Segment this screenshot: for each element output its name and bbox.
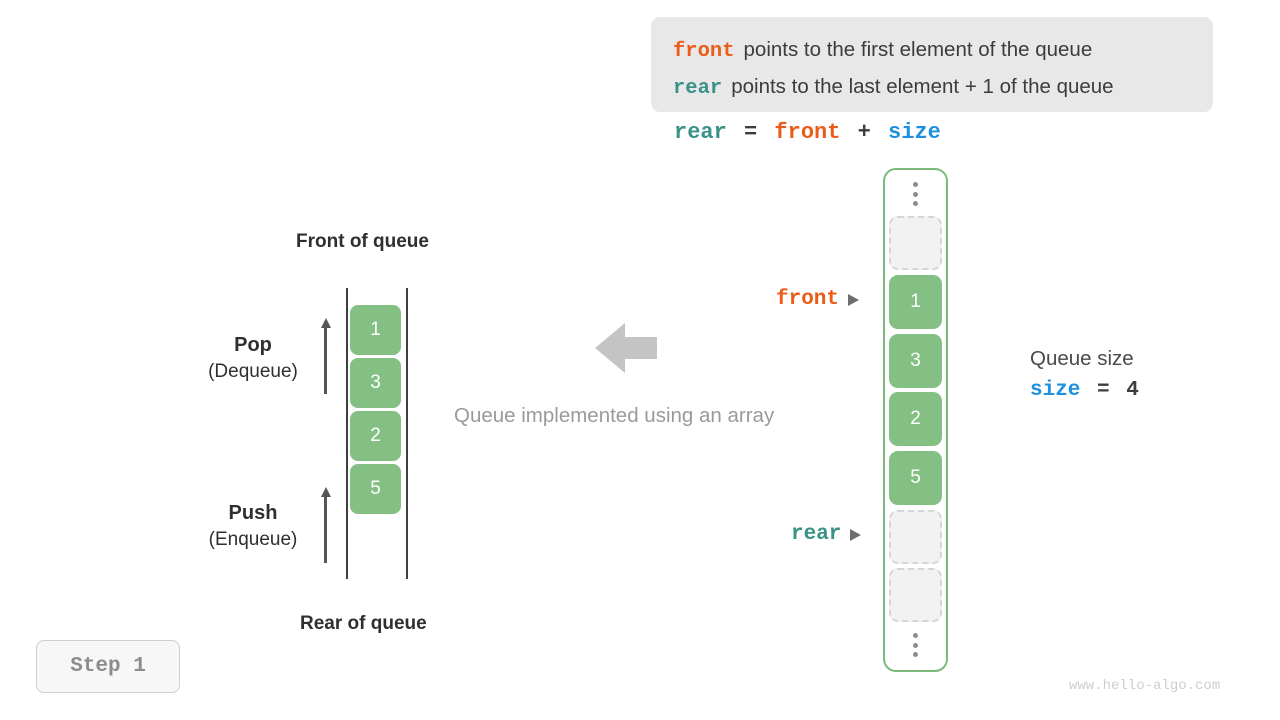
queue-cell: 2 <box>350 411 401 461</box>
array-slot-filled: 3 <box>889 334 942 388</box>
formula-rear: rear <box>674 120 727 145</box>
push-label: Push (Enqueue) <box>163 500 343 554</box>
queue-size-var: size <box>1030 379 1081 402</box>
pop-label-main: Pop <box>234 334 272 356</box>
formula-equals: = <box>744 120 758 145</box>
rear-of-queue-label: Rear of queue <box>300 613 427 634</box>
push-label-main: Push <box>228 502 278 524</box>
ellipsis-top-icon <box>885 176 945 212</box>
legend-line-front: front points to the first element of the … <box>673 31 1191 68</box>
pointer-triangle-icon <box>850 528 862 541</box>
formula-size: size <box>888 120 941 145</box>
array-container: 1 3 2 5 <box>883 168 948 672</box>
queue-cell: 1 <box>350 305 401 355</box>
pointer-triangle-icon <box>848 293 860 306</box>
pop-label-sub: (Dequeue) <box>208 361 298 382</box>
front-keyword: front <box>673 40 735 63</box>
rear-keyword: rear <box>673 77 723 100</box>
array-slot-empty <box>889 510 942 564</box>
array-slot-empty <box>889 568 942 622</box>
formula-front: front <box>774 120 841 145</box>
rear-pointer-label: rear <box>791 523 842 546</box>
front-description: points to the first element of the queue <box>743 38 1093 61</box>
diagram-caption: Queue implemented using an array <box>454 404 775 427</box>
front-pointer-label: front <box>776 288 840 311</box>
rear-description: points to the last element + 1 of the qu… <box>731 75 1114 98</box>
array-slot-filled: 1 <box>889 275 942 329</box>
rear-pointer: rear <box>791 523 862 546</box>
watermark: www.hello-algo.com <box>1069 678 1221 694</box>
array-slot-filled: 2 <box>889 392 942 446</box>
pop-label: Pop (Dequeue) <box>163 332 343 386</box>
queue-cell: 3 <box>350 358 401 408</box>
push-label-sub: (Enqueue) <box>208 529 298 550</box>
queue-size-expression: size = 4 <box>1030 374 1143 408</box>
queue-size-title: Queue size <box>1030 347 1134 370</box>
queue-cell: 5 <box>350 464 401 514</box>
legend-line-rear: rear points to the last element + 1 of th… <box>673 68 1191 105</box>
queue-rail-right <box>406 288 408 579</box>
queue-rail-left <box>346 288 348 579</box>
queue-size-value: 4 <box>1126 379 1139 402</box>
front-pointer: front <box>776 288 860 311</box>
push-arrow-up-icon <box>321 487 331 563</box>
left-arrow-icon <box>595 323 657 373</box>
pop-arrow-up-icon <box>321 318 331 394</box>
formula-expression: rear = front + size <box>672 120 943 145</box>
queue-size-equals: = <box>1097 379 1110 402</box>
front-of-queue-label: Front of queue <box>296 231 429 252</box>
legend-box: front points to the first element of the … <box>651 17 1213 112</box>
ellipsis-bottom-icon <box>885 627 945 663</box>
step-badge: Step 1 <box>36 640 180 693</box>
formula-plus: + <box>857 120 871 145</box>
array-slot-filled: 5 <box>889 451 942 505</box>
queue-size-block: Queue size size = 4 <box>1030 344 1143 408</box>
array-slot-empty <box>889 216 942 270</box>
